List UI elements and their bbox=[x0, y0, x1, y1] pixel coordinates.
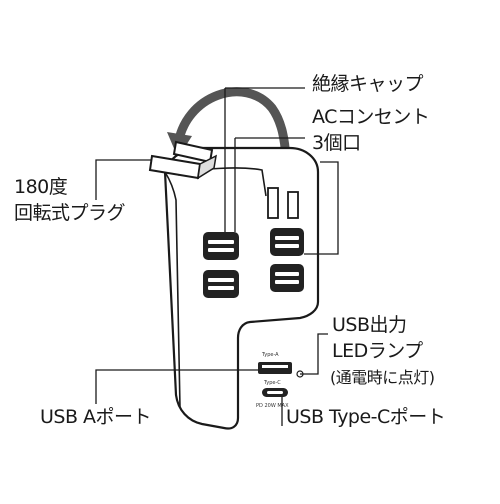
label-led-note: (通電時に点灯) bbox=[330, 368, 435, 387]
type-c-mark: Type-C bbox=[263, 380, 281, 386]
label-usb-c-port: USB Type-Cポート bbox=[286, 406, 446, 428]
callout-usb-a bbox=[95, 369, 258, 404]
rotation-arrow-icon bbox=[173, 87, 291, 165]
ac-socket-2 bbox=[203, 270, 239, 298]
ac-socket-4 bbox=[270, 264, 304, 292]
label-ac-count: 3個口 bbox=[312, 132, 361, 154]
callout-led bbox=[300, 333, 328, 375]
usb-a-port bbox=[258, 362, 292, 374]
callout-lines bbox=[95, 87, 339, 426]
label-plug-degrees: 180度 bbox=[14, 176, 68, 198]
device-left-face bbox=[164, 171, 181, 409]
usb-c-port bbox=[262, 388, 288, 397]
label-usb-output: USB出力 bbox=[332, 314, 407, 336]
ac-socket-3 bbox=[270, 228, 304, 256]
label-usb-a-port: USB Aポート bbox=[40, 406, 152, 428]
label-rotating-plug: 回転式プラグ bbox=[14, 202, 126, 224]
plug-blades bbox=[148, 140, 217, 180]
pd-mark: PD 20W MAX bbox=[256, 403, 289, 409]
label-insulation-cap: 絶縁キャップ bbox=[312, 73, 424, 95]
ac-socket-1 bbox=[203, 232, 239, 260]
label-ac-outlet: ACコンセント bbox=[312, 106, 430, 128]
callout-plug bbox=[95, 159, 152, 200]
device-body bbox=[163, 146, 320, 430]
type-a-mark: Type-A bbox=[261, 352, 279, 358]
callout-ac-right bbox=[304, 161, 339, 255]
label-led-lamp: LEDランプ bbox=[332, 340, 423, 362]
plug-slot bbox=[267, 187, 299, 219]
